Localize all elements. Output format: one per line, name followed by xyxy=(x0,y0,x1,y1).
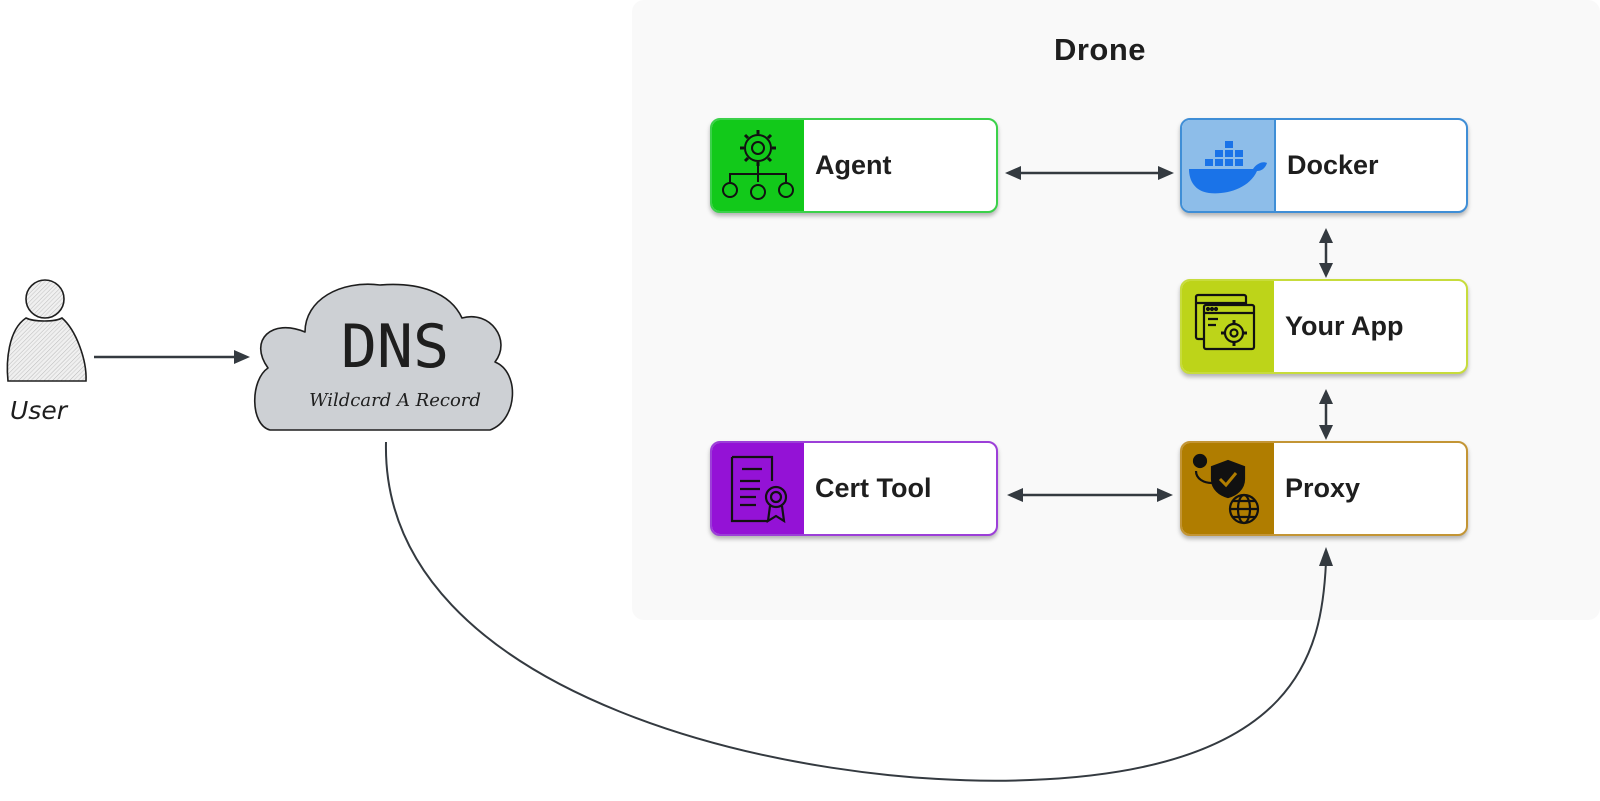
arrow-dns-to-proxy xyxy=(384,441,1333,782)
certificate-icon xyxy=(712,443,804,534)
arrow-user-to-dns xyxy=(94,350,250,364)
cert-tool-label: Cert Tool xyxy=(815,473,932,503)
dns-cloud-icon xyxy=(253,283,514,431)
arrow-certtool-proxy xyxy=(1007,488,1173,502)
cert-tool-node: Cert Tool xyxy=(710,441,998,536)
agent-node: Agent xyxy=(710,118,998,213)
app-window-gear-icon xyxy=(1182,281,1274,372)
dns-title: DNS xyxy=(340,312,450,382)
gear-team-icon xyxy=(712,120,804,211)
arrow-yourapp-proxy xyxy=(1319,389,1333,440)
your-app-node: Your App xyxy=(1180,279,1468,374)
user-label: User xyxy=(10,396,67,425)
arrow-agent-docker xyxy=(1005,166,1174,180)
arrow-docker-yourapp xyxy=(1319,228,1333,278)
agent-label: Agent xyxy=(815,150,892,180)
panel-title: Drone xyxy=(1053,32,1147,67)
docker-whale-icon xyxy=(1182,120,1276,211)
proxy-shield-globe-icon xyxy=(1182,443,1274,534)
proxy-node: Proxy xyxy=(1180,441,1468,536)
user-icon xyxy=(6,279,87,382)
docker-label: Docker xyxy=(1287,150,1379,180)
dns-subtitle: Wildcard A Record xyxy=(309,390,481,411)
proxy-label: Proxy xyxy=(1285,473,1361,503)
docker-node: Docker xyxy=(1180,118,1468,213)
your-app-label: Your App xyxy=(1285,311,1404,341)
